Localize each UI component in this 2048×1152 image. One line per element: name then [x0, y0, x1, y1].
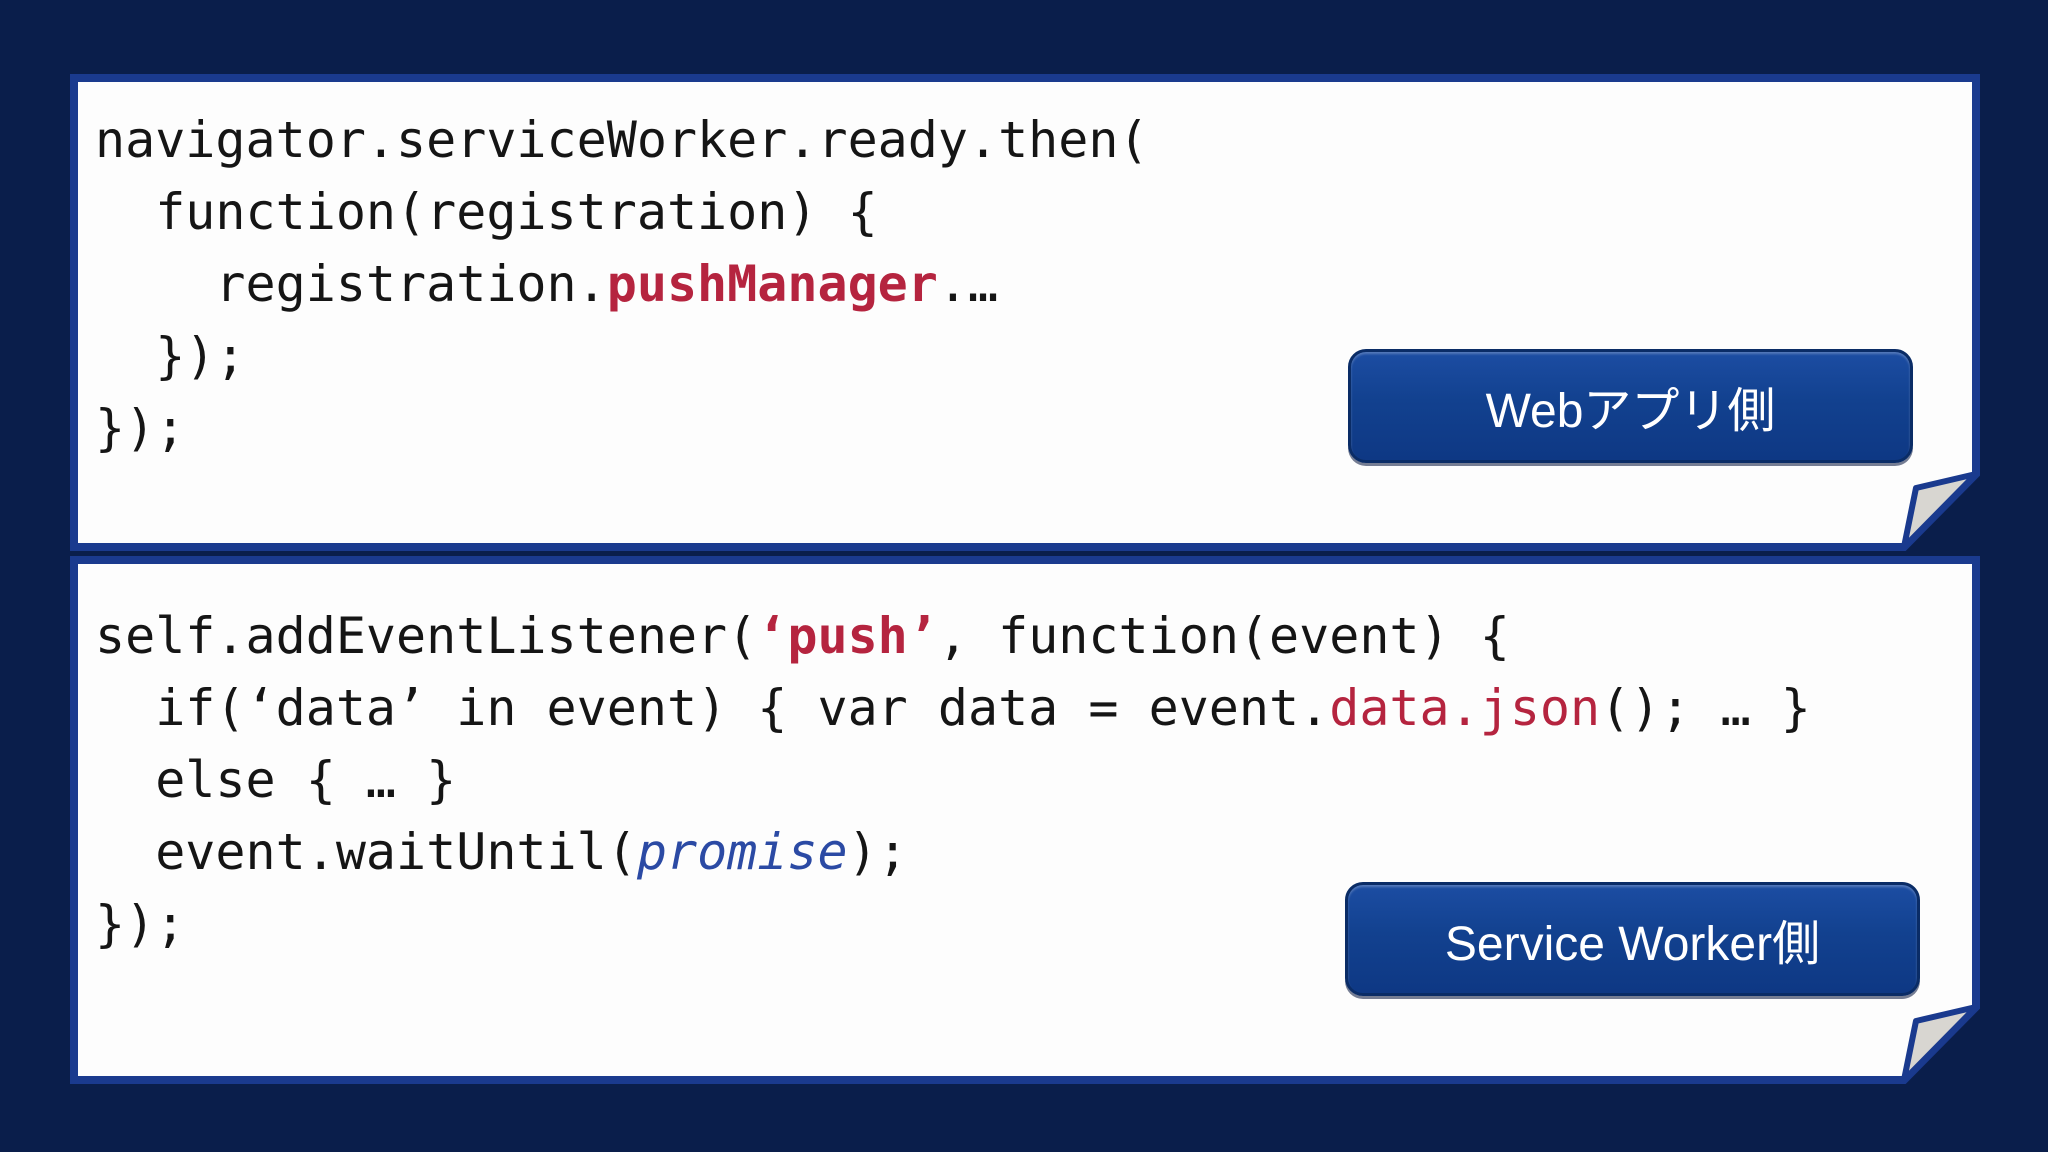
code-segment: promise	[636, 823, 848, 881]
service-worker-code-panel: self.addEventListener(‘push’, function(e…	[70, 556, 1980, 1084]
code-segment: data.json	[1329, 679, 1601, 737]
code-segment: );	[847, 823, 908, 881]
code-line: function(registration) {	[95, 176, 1149, 248]
folded-corner-icon	[1901, 1004, 1979, 1083]
web-app-code-panel: navigator.serviceWorker.ready.then( func…	[70, 74, 1980, 551]
code-line: self.addEventListener(‘push’, function(e…	[95, 600, 1811, 672]
code-segment: else { … }	[95, 751, 457, 809]
code-segment: registration.	[95, 255, 607, 313]
code-segment: , function(event) {	[937, 607, 1510, 665]
code-segment: pushManager	[606, 255, 938, 313]
service-worker-code-block: self.addEventListener(‘push’, function(e…	[95, 600, 1811, 960]
code-segment: event.waitUntil(	[95, 823, 637, 881]
code-segment: ‘push’	[757, 607, 938, 665]
code-line: });	[95, 888, 1811, 960]
code-line: event.waitUntil(promise);	[95, 816, 1811, 888]
code-segment: (); … }	[1600, 679, 1811, 737]
web-app-side-button[interactable]: Webアプリ側	[1348, 349, 1913, 463]
code-segment: navigator.serviceWorker.ready.then(	[95, 111, 1149, 169]
code-segment: });	[95, 327, 246, 385]
code-line: else { … }	[95, 744, 1811, 816]
code-line: });	[95, 392, 1149, 464]
code-line: navigator.serviceWorker.ready.then(	[95, 104, 1149, 176]
code-line: });	[95, 320, 1149, 392]
code-segment: .…	[937, 255, 999, 313]
code-segment: function(registration) {	[95, 183, 878, 241]
code-segment: });	[95, 895, 186, 953]
folded-corner-icon	[1901, 471, 1979, 550]
service-worker-side-button[interactable]: Service Worker側	[1345, 882, 1920, 996]
web-app-code-block: navigator.serviceWorker.ready.then( func…	[95, 104, 1149, 464]
code-segment: });	[95, 399, 186, 457]
code-line: registration.pushManager.…	[95, 248, 1149, 320]
code-segment: self.addEventListener(	[95, 607, 758, 665]
code-segment: if(‘data’ in event) { var data = event.	[95, 679, 1330, 737]
code-line: if(‘data’ in event) { var data = event.d…	[95, 672, 1811, 744]
